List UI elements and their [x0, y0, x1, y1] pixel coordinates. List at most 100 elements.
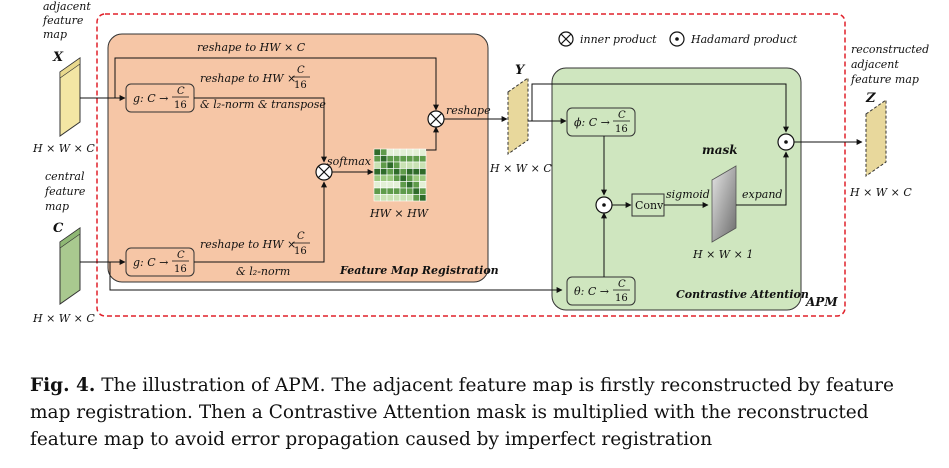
- caption-text: The illustration of APM. The adjacent fe…: [30, 375, 894, 450]
- svg-text:C: C: [177, 86, 185, 97]
- legend-hadamard-product: Hadamard product: [690, 33, 798, 46]
- expand-label: expand: [742, 188, 782, 201]
- matrix-cell: [386, 155, 394, 163]
- matrix-cell: [399, 155, 407, 163]
- matrix-cell: [419, 155, 427, 163]
- matrix-cell: [386, 194, 394, 202]
- caption-label: Fig. 4.: [30, 375, 96, 396]
- matrix-cell: [406, 181, 414, 189]
- svg-text:C: C: [618, 110, 626, 121]
- y-symbol: Y: [515, 63, 526, 78]
- matrix-cell: [380, 161, 388, 169]
- z-title-1: reconstructed: [851, 43, 929, 56]
- g-bottom-box: g: C → C 16: [125, 247, 195, 277]
- matrix-cell: [373, 194, 381, 202]
- c-title-2: feature: [44, 185, 86, 198]
- hadamard-top: [777, 133, 795, 151]
- svg-text:C: C: [177, 250, 185, 261]
- matrix-cell: [373, 168, 381, 176]
- matrix-cell: [406, 194, 414, 202]
- z-tensor-group: reconstructed adjacent feature map Z H ×…: [849, 43, 929, 199]
- matrix-cell: [386, 168, 394, 176]
- x-symbol: X: [52, 50, 64, 65]
- matrix-cell: [419, 181, 427, 189]
- similarity-matrix: [373, 148, 427, 202]
- legend-inner-product: inner product: [580, 33, 657, 46]
- input-x: adjacent feature map X H × W × C: [32, 0, 95, 155]
- matrix-cell: [380, 174, 388, 182]
- svg-text:16: 16: [174, 100, 187, 111]
- matrix-cell: [412, 181, 420, 189]
- matrix-cell: [393, 187, 401, 195]
- svg-text:16: 16: [294, 246, 307, 257]
- hw-hw-label: HW × HW: [369, 207, 430, 220]
- matrix-cell: [406, 148, 414, 156]
- matrix-cell: [393, 181, 401, 189]
- svg-text:Conv: Conv: [635, 199, 664, 212]
- svg-text:C: C: [618, 279, 626, 290]
- svg-text:16: 16: [615, 293, 628, 304]
- matrix-cell: [393, 148, 401, 156]
- matrix-cell: [406, 168, 414, 176]
- svg-text:16: 16: [615, 124, 628, 135]
- matrix-cell: [419, 161, 427, 169]
- fmr-box: [107, 33, 489, 283]
- y-tensor-group: Y H × W × C: [489, 63, 552, 175]
- svg-text:θ: C →: θ: C →: [574, 285, 609, 298]
- mask-group: mask H × W × 1: [692, 143, 753, 261]
- matrix-cell: [393, 155, 401, 163]
- matrix-cell: [380, 181, 388, 189]
- svg-text:C: C: [297, 65, 305, 76]
- matrix-cell: [373, 148, 381, 156]
- matrix-cell: [406, 187, 414, 195]
- mask-tensor: [711, 165, 737, 243]
- matrix-cell: [373, 155, 381, 163]
- z-symbol: Z: [865, 91, 876, 106]
- matrix-cell: [412, 174, 420, 182]
- matrix-cell: [412, 155, 420, 163]
- matrix-cell: [412, 148, 420, 156]
- matrix-cell: [419, 174, 427, 182]
- z-title-3: feature map: [850, 73, 919, 86]
- matrix-cell: [399, 148, 407, 156]
- c-title-3: map: [45, 200, 69, 213]
- matrix-cell: [393, 161, 401, 169]
- c-dims: H × W × C: [32, 312, 95, 325]
- mask-dims: H × W × 1: [692, 248, 753, 261]
- matrix-cell: [373, 161, 381, 169]
- z-title-2: adjacent: [851, 58, 899, 71]
- matrix-cell: [373, 181, 381, 189]
- x-dims: H × W × C: [32, 142, 95, 155]
- matrix-cell: [380, 148, 388, 156]
- inner-product-reshape: [427, 110, 445, 128]
- matrix-cell: [373, 174, 381, 182]
- svg-text:ϕ: C →: ϕ: C →: [574, 116, 610, 129]
- z-tensor: [865, 99, 887, 177]
- apm-border: [96, 13, 846, 317]
- matrix-cell: [412, 161, 420, 169]
- x-title-3: map: [43, 28, 67, 41]
- matrix-cell: [399, 181, 407, 189]
- input-c: central feature map C H × W × C: [32, 170, 95, 325]
- hadamard-middle: [595, 196, 613, 214]
- matrix-cell: [419, 168, 427, 176]
- sigmoid-label: sigmoid: [666, 188, 710, 201]
- figure-caption: Fig. 4. The illustration of APM. The adj…: [30, 372, 930, 453]
- l2-transpose-label: & l₂-norm & transpose: [200, 98, 326, 111]
- matrix-cell: [419, 187, 427, 195]
- reshape-mid-bot: reshape to HW ×: [200, 238, 296, 251]
- matrix-cell: [373, 187, 381, 195]
- c-symbol: C: [53, 221, 64, 236]
- conv-box: Conv: [631, 193, 665, 217]
- matrix-cell: [386, 181, 394, 189]
- fmr-title: Feature Map Registration: [339, 264, 499, 277]
- reshape-top-label: reshape to HW × C: [197, 41, 306, 54]
- matrix-cell: [386, 161, 394, 169]
- matrix-cell: [399, 161, 407, 169]
- matrix-cell: [406, 155, 414, 163]
- matrix-cell: [380, 194, 388, 202]
- matrix-cell: [406, 174, 414, 182]
- l2-norm-label: & l₂-norm: [236, 265, 290, 278]
